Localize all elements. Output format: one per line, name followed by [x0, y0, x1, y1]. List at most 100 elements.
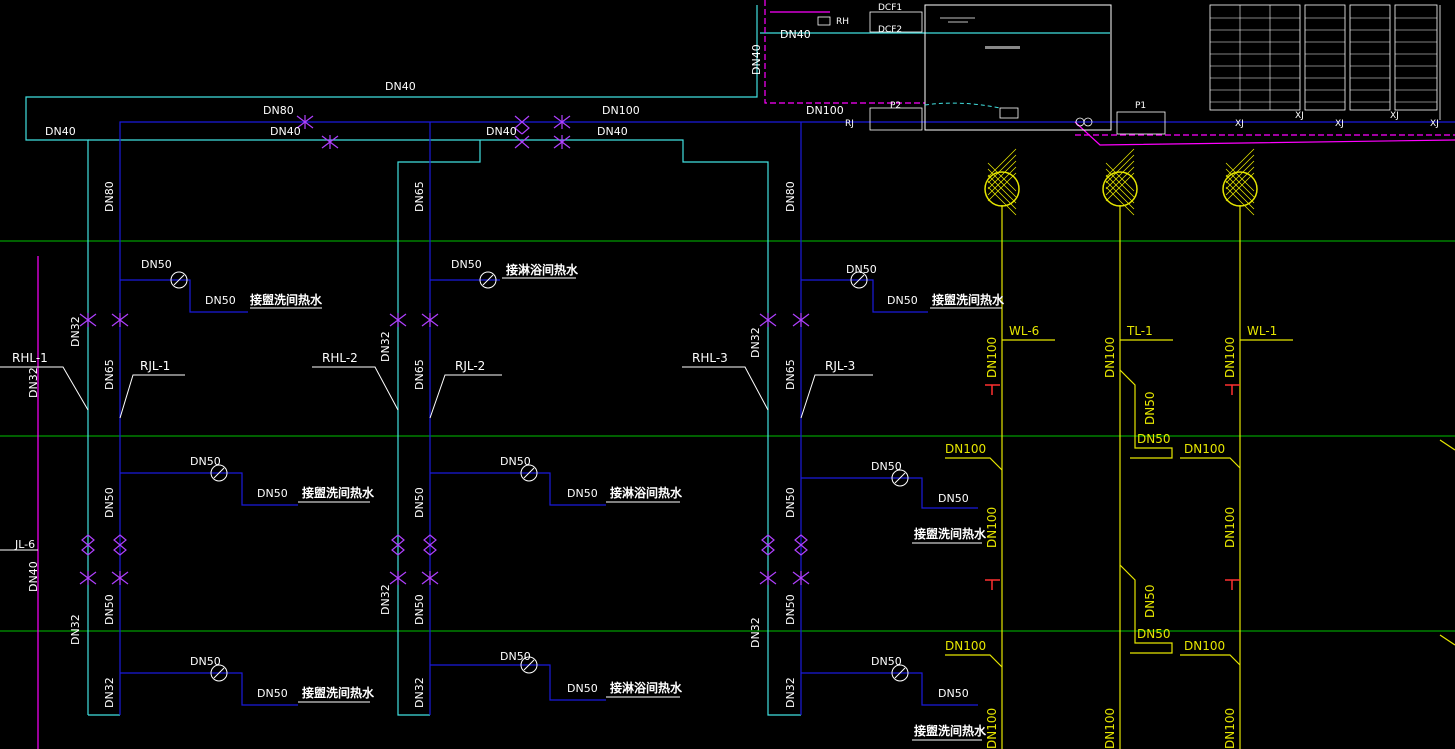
v-dn32-s2-0: DN32 — [413, 677, 426, 708]
label-rj: RJ — [845, 119, 854, 129]
gauge-needle-4 — [523, 467, 535, 479]
label-p1: P1 — [1135, 101, 1146, 111]
label-xj3: XJ — [1335, 119, 1344, 129]
gauge-7 — [520, 656, 538, 674]
b-dn50-1-3a: DN50 — [141, 258, 172, 271]
gauge-needle-6 — [213, 667, 225, 679]
drainage-risers — [945, 205, 1455, 749]
vent-hatch-b-1-12 — [1105, 186, 1135, 216]
tag-rjl1: RJL-1 — [140, 359, 170, 373]
y-v-dn100-wl6-3: DN100 — [985, 337, 999, 378]
vent-hatch-b-2-6 — [1225, 180, 1255, 210]
solar-panel-2 — [1304, 4, 1346, 111]
dcf-group — [869, 11, 923, 33]
label-dn40-b: DN40 — [486, 125, 517, 138]
cleanout-marks — [985, 384, 1240, 590]
vent-hatch-a-2-12 — [1225, 172, 1255, 202]
label-dn40-a: DN40 — [270, 125, 301, 138]
label-xj5: XJ — [1430, 119, 1439, 129]
gauge-needle-3 — [213, 467, 225, 479]
v-dn65-s1: DN65 — [103, 359, 116, 390]
b-dn50-3-3a: DN50 — [846, 263, 877, 276]
v-dn32-s1-0: DN32 — [103, 677, 116, 708]
v-dn50-s3-1: DN50 — [784, 594, 797, 625]
gauge-0 — [170, 271, 188, 289]
b-dn50-3-2a: DN50 — [871, 460, 902, 473]
v-dn50-s1-2: DN50 — [103, 487, 116, 518]
label-xj1: XJ — [1235, 119, 1244, 129]
vent-hatch-b-2-0 — [1225, 174, 1255, 204]
gauge-needle-5 — [894, 472, 906, 484]
leader-rjl2 — [429, 374, 502, 419]
vent-hatch-b-1-0 — [1105, 174, 1135, 204]
vent-hatch-a-2--12 — [1225, 148, 1255, 178]
leader-rhl1 — [0, 366, 89, 411]
gauge-1 — [479, 271, 497, 289]
vent-hatch-a-1-6 — [1105, 166, 1135, 196]
tank-sensor — [999, 107, 1019, 119]
v-dn32-r1-1: DN32 — [69, 614, 82, 645]
vent-hatch-a-1-0 — [1105, 160, 1135, 190]
dest-wash-3-1: 接盥洗间热水 — [914, 723, 987, 738]
pump-groups — [817, 11, 1166, 135]
edge-branch-1 — [1439, 634, 1455, 646]
tag-rhl2: RHL-2 — [322, 351, 358, 365]
pipe-size-labels: DN40 DN80 DN100 DN40 DN40 DN40 DN40 DN10… — [45, 3, 1439, 138]
solar-panel-3 — [1349, 4, 1391, 111]
label-dn100-right: DN100 — [806, 104, 844, 117]
branch-3-3 — [801, 279, 928, 313]
pump-group-p2 — [869, 107, 923, 131]
y-v-dn100-tl1-3: DN100 — [1103, 337, 1117, 378]
gauge-needle-7 — [523, 659, 535, 671]
y-v-dn100-wl6-2: DN100 — [985, 507, 999, 548]
tag-tl1: TL-1 — [1126, 324, 1153, 338]
vent-hatch-b-1--12 — [1105, 162, 1135, 192]
v-dn32-r2: DN32 — [379, 331, 392, 362]
d-valve-20 — [761, 534, 775, 556]
label-dcf2: DCF2 — [878, 25, 902, 35]
supply-pipes — [119, 121, 1455, 715]
branch-2-2 — [430, 472, 606, 506]
riser-size-labels: DN80 DN65 DN80 DN32 DN65 DN32 DN65 DN32 … — [27, 181, 797, 708]
y-dn100-wl1-2: DN100 — [1184, 442, 1225, 456]
v-dn32-r1: DN32 — [69, 316, 82, 347]
gauge-needle-0 — [173, 274, 185, 286]
leader-lines — [0, 277, 1002, 741]
label-xj4: XJ — [1390, 111, 1399, 121]
b-dn50-1-1b: DN50 — [257, 687, 288, 700]
v-dn32-r3: DN32 — [749, 327, 762, 358]
tank-dashed-line — [924, 102, 1001, 109]
b-dn50-2-2a: DN50 — [500, 455, 531, 468]
v-dn50-s1-1: DN50 — [103, 594, 116, 625]
d-valve-16 — [81, 534, 95, 556]
vent-hatch-a-2--6 — [1225, 154, 1255, 184]
vent-hatch-b-0-12 — [987, 186, 1017, 216]
return-pipes — [25, 5, 1110, 716]
magenta-dashed-1 — [764, 0, 925, 104]
dest-wash-1-2: 接盥洗间热水 — [302, 485, 375, 500]
riser-tags: RHL-1 RJL-1 RHL-2 RJL-2 RHL-3 RJL-3 JL-6 — [12, 351, 855, 551]
dest-shower-2-3: 接淋浴间热水 — [506, 262, 579, 277]
tag-jl6: JL-6 — [14, 538, 35, 551]
destination-labels: 接盥洗间热水 接淋浴间热水 接盥洗间热水 接盥洗间热水 接淋浴间热水 接盥洗间热… — [250, 262, 1005, 738]
vent-hatch-a-0-0 — [987, 160, 1017, 190]
v-dn32-r3-1: DN32 — [749, 617, 762, 648]
dest-shower-2-1: 接淋浴间热水 — [610, 680, 683, 695]
tag-rjl3: RJL-3 — [825, 359, 855, 373]
b-dn50-1-2a: DN50 — [190, 455, 221, 468]
b-dn50-3-1a: DN50 — [871, 655, 902, 668]
gauge-needle-1 — [482, 274, 494, 286]
label-dcf1: DCF1 — [878, 3, 902, 13]
dest-wash-1-3: 接盥洗间热水 — [250, 292, 323, 307]
label-dn40-vertical: DN40 — [750, 44, 763, 75]
d-valve-17 — [113, 534, 127, 556]
branch-1-2 — [120, 472, 298, 506]
dest-wash-3-3: 接盥洗间热水 — [932, 292, 1005, 307]
vent-cap-0 — [984, 171, 1020, 207]
vent-hatch-b-1--6 — [1105, 168, 1135, 198]
solar-panel-4 — [1394, 4, 1438, 111]
tank-outline — [924, 4, 1112, 131]
label-dn100-top: DN100 — [602, 104, 640, 117]
tl1-branch-1 — [1119, 564, 1173, 654]
